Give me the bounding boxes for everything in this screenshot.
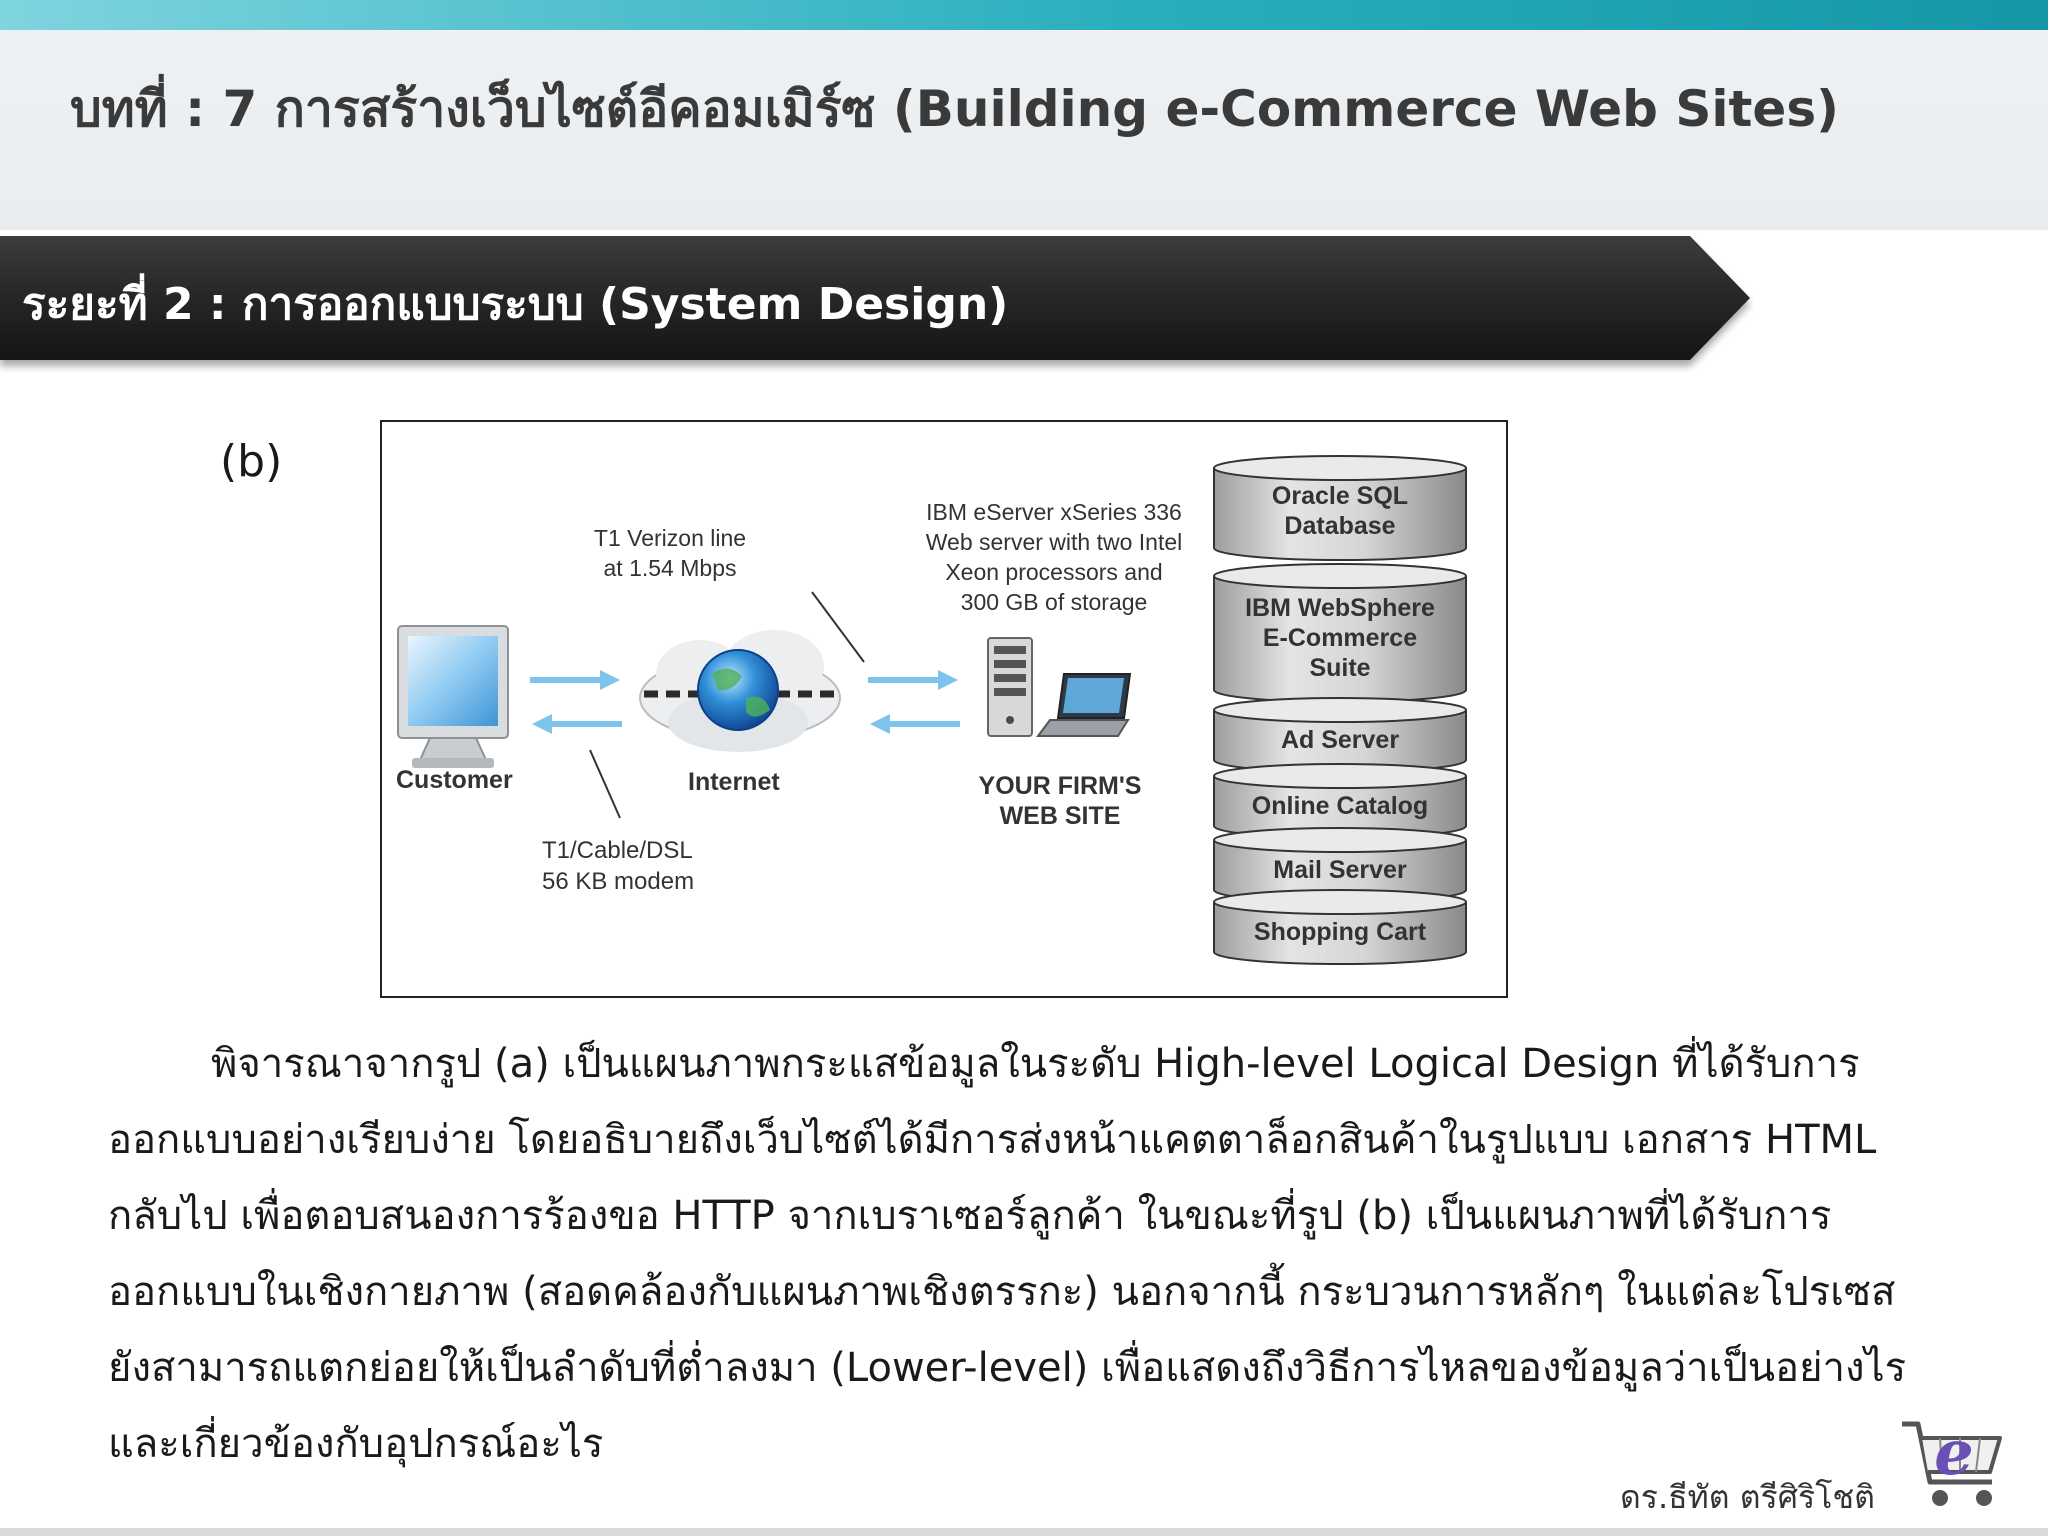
- figure-diagram: Customer Internet: [380, 420, 1508, 998]
- server-spec-line4: 300 GB of storage: [961, 589, 1148, 615]
- client-link-callout-line: [589, 749, 621, 819]
- client-link-label-line1: T1/Cable/DSL: [542, 837, 693, 864]
- server-spec-line1: IBM eServer xSeries 336: [926, 499, 1182, 525]
- stack-mail-server: Mail Server: [1213, 827, 1467, 903]
- stack-label-ad-server: Ad Server: [1281, 726, 1399, 754]
- stack-shopping-cart: Shopping Cart: [1213, 889, 1467, 965]
- section-banner-arrow-shape: [0, 236, 1750, 360]
- paragraph-line-4: ออกแบบในเชิงกายภาพ (สอดคล้องกับแผนภาพเชิ…: [108, 1269, 1896, 1315]
- title-band: [0, 30, 2048, 230]
- server-spec-line2: Web server with two Intel: [926, 529, 1183, 555]
- server-spec-line3: Xeon processors and: [945, 559, 1162, 585]
- client-link-label-line2: 56 KB modem: [542, 868, 694, 895]
- stack-online-catalog: Online Catalog: [1213, 763, 1467, 839]
- stack-label-websphere-1: IBM WebSphere: [1245, 594, 1435, 622]
- section-label: ระยะที่ 2 : การออกแบบระบบ (System Design…: [22, 279, 1009, 330]
- top-accent-stripe: [0, 0, 2048, 30]
- ecommerce-cart-logo-icon: e: [1902, 1416, 2002, 1506]
- diagram-canvas: Customer Internet: [396, 455, 1467, 965]
- firm-site-label-line1: YOUR FIRM'S: [979, 772, 1142, 800]
- server-link-label-line2: at 1.54 Mbps: [604, 555, 737, 581]
- paragraph-line-1: พิจารณาจากรูป (a) เป็นแผนภาพกระแสข้อมูลใ…: [211, 1041, 1860, 1087]
- firm-site-label-line2: WEB SITE: [1000, 802, 1121, 830]
- author-name: ดร.ธีทัต ตรีศิริโชติ: [1620, 1478, 1875, 1516]
- paragraph-line-3: กลับไป เพื่อตอบสนองการร้องขอ HTTP จากเบร…: [108, 1193, 1832, 1239]
- arrows-internet-server: [868, 670, 960, 734]
- body-paragraph: พิจารณาจากรูป (a) เป็นแผนภาพกระแสข้อมูลใ…: [108, 1026, 1968, 1482]
- laptop-icon: [1036, 673, 1132, 737]
- stack-label-websphere-2: E-Commerce: [1263, 624, 1417, 652]
- arrows-customer-internet: [530, 670, 622, 734]
- logo-letter: e: [1934, 1416, 1973, 1489]
- stack-ibm-websphere: IBM WebSphere E-Commerce Suite: [1213, 563, 1467, 703]
- server-link-label-line1: T1 Verizon line: [594, 525, 746, 551]
- stack-label-shopping-cart: Shopping Cart: [1254, 918, 1427, 946]
- paragraph-line-2: ออกแบบอย่างเรียบง่าย โดยอธิบายถึงเว็บไซต…: [108, 1117, 1877, 1163]
- stack-ad-server: Ad Server: [1213, 697, 1467, 773]
- internet-label: Internet: [688, 768, 780, 796]
- stack-label-oracle-1: Oracle SQL: [1272, 482, 1408, 510]
- bottom-line: [0, 1528, 2048, 1536]
- server-tower-icon: [987, 637, 1033, 737]
- stack-oracle-sql-database: Oracle SQL Database: [1213, 455, 1467, 561]
- paragraph-line-6: และเกี่ยวข้องกับอุปกรณ์อะไร: [108, 1421, 604, 1467]
- customer-label: Customer: [396, 766, 513, 794]
- figure-label: (b): [220, 436, 283, 487]
- paragraph-line-5: ยังสามารถแตกย่อยให้เป็นลำดับที่ต่ำลงมา (…: [108, 1345, 1907, 1391]
- customer-computer-icon: [397, 625, 509, 768]
- internet-cloud-icon: [639, 630, 841, 752]
- stack-label-mail-server: Mail Server: [1273, 856, 1407, 884]
- stack-label-websphere-3: Suite: [1309, 654, 1370, 682]
- slide-title: บทที่ : 7 การสร้างเว็บไซต์อีคอมเมิร์ซ (B…: [70, 80, 1839, 138]
- server-link-callout-line: [811, 591, 865, 663]
- stack-label-oracle-2: Database: [1284, 512, 1395, 540]
- stack-label-online-catalog: Online Catalog: [1252, 792, 1428, 820]
- section-banner: ระยะที่ 2 : การออกแบบระบบ (System Design…: [0, 236, 1750, 360]
